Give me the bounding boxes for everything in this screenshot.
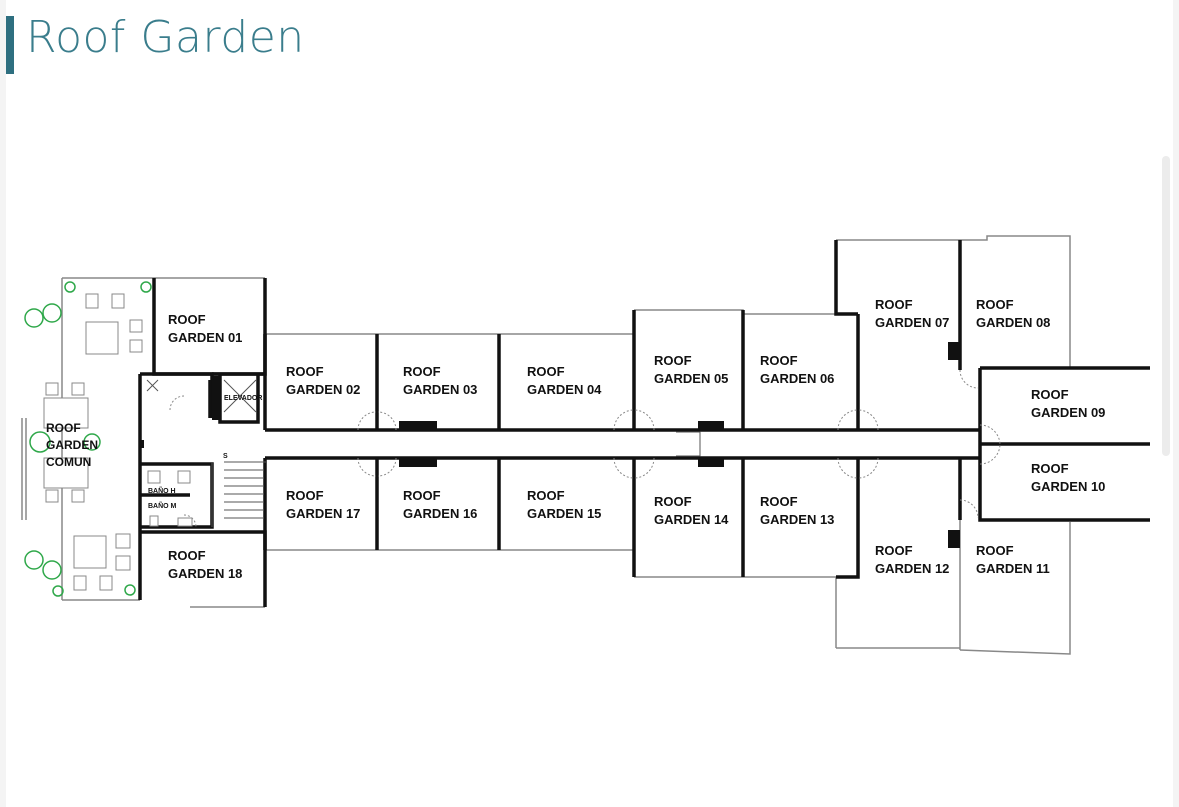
thin-lines — [146, 379, 701, 527]
plant-icons — [24, 281, 152, 597]
outline-thin — [21, 235, 1071, 655]
scrollbar[interactable] — [1162, 156, 1170, 456]
page-title: Roof Garden — [26, 12, 305, 63]
elevator-label: ELEVADOR — [224, 395, 262, 402]
bath-h-label: BAÑO H — [148, 486, 176, 495]
stairs-label: S — [223, 453, 228, 460]
columns — [140, 342, 960, 548]
walls — [138, 240, 1150, 607]
bath-m-label: BAÑO M — [148, 501, 177, 510]
header — [6, 0, 1173, 74]
door-swings — [169, 369, 1001, 528]
common-furniture — [43, 293, 193, 591]
title-accent-bar — [6, 16, 14, 74]
